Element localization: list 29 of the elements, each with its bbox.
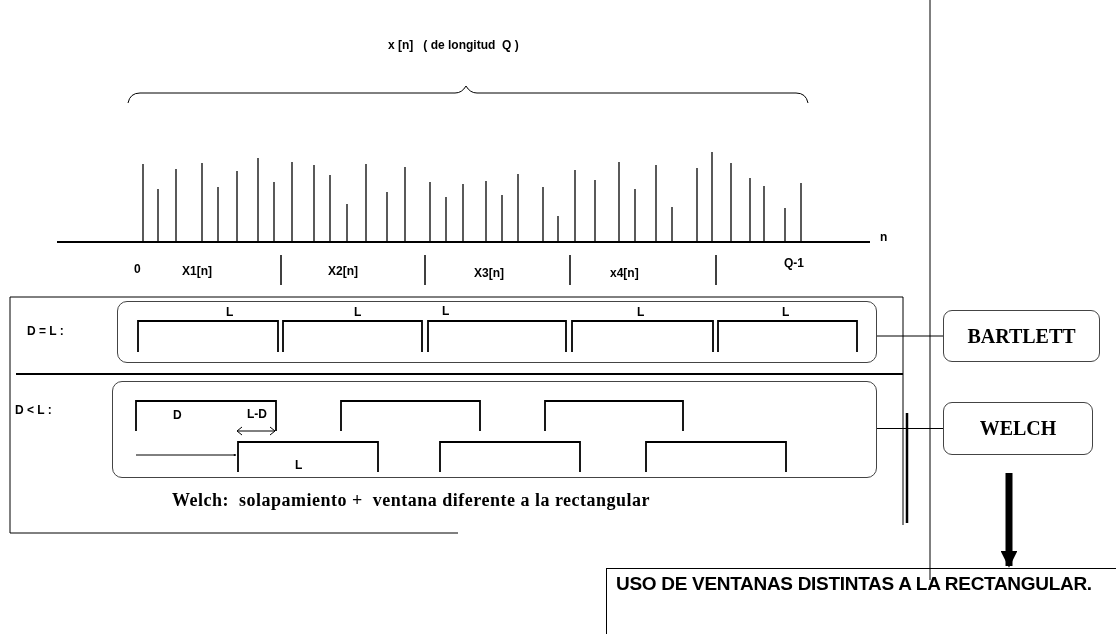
method-box [943,310,1100,362]
tick-label: Q-1 [784,256,804,270]
window-label: L [354,305,362,319]
window-label: L [782,305,790,319]
window-group-box [117,301,877,363]
window-label: L [637,305,645,319]
conclusion-box [606,568,1116,634]
tick-label: 0 [134,262,141,276]
conclusion-text: USO DE VENTANAS DISTINTAS A LA RECTANGULAR. [616,573,1092,595]
caption: Welch: solapamiento + ventana diferente a la rectangular [172,490,651,511]
axis-label: n [880,230,888,244]
method-box [943,402,1093,455]
window-group-box [112,381,877,478]
window-label: L-D [247,407,267,421]
segment-label: x4[n] [610,266,639,280]
case-label: D < L : [15,403,52,417]
method-name: BARTLETT [966,325,1077,348]
window-label: L [442,304,450,318]
signal-title: x [n] ( de longitud Q ) [388,38,519,52]
case-label: D = L : [27,324,64,338]
connector-line [876,428,944,429]
segment-label: X2[n] [328,264,358,278]
window-label: D [173,408,182,422]
segment-label: X1[n] [182,264,212,278]
method-name: WELCH [978,417,1058,440]
segment-label: X3[n] [474,266,504,280]
connector-line [876,335,944,337]
window-label: L [226,305,234,319]
window-label: L [295,458,303,472]
